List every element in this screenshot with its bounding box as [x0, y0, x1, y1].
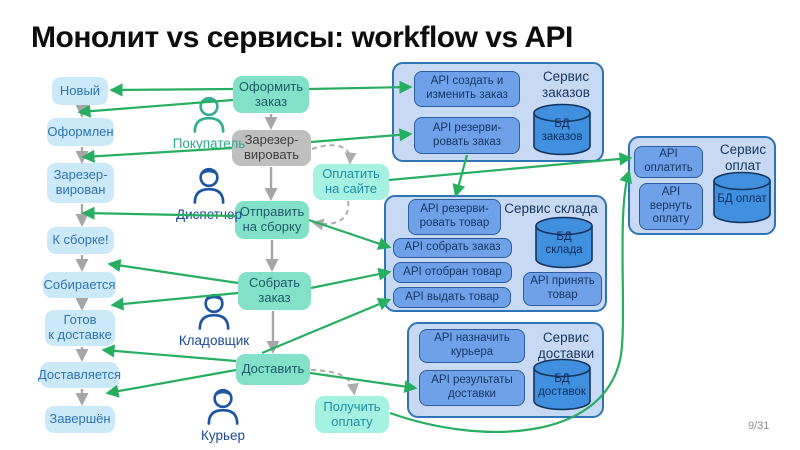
api-assign-courier: API назначить курьера [419, 329, 525, 363]
slide-title: Монолит vs сервисы: workflow vs API [31, 21, 573, 54]
state-to-assembly: К сборке! [47, 227, 114, 254]
person-icon [207, 388, 239, 425]
database-delivery: БД доставок [532, 358, 592, 412]
action-deliver: Доставить [236, 354, 310, 385]
state-completed: Завершён [45, 406, 115, 433]
state-new: Новый [52, 77, 108, 105]
state-placed: Оформлен [47, 118, 114, 146]
actor-dispatcher: Диспетчер [163, 164, 255, 222]
api-issue-goods: API выдать товар [393, 287, 511, 308]
action-pay-online: Оплатить на сайте [313, 164, 389, 200]
actor-dispatcher-label: Диспетчер [175, 207, 243, 222]
actor-buyer: Покупатель [163, 93, 255, 151]
state-ready-for-delivery: Готов к доставке [45, 310, 115, 346]
database-delivery-label: БД доставок [538, 373, 586, 399]
database-warehouse: БД склада [534, 216, 594, 270]
actor-storekeeper-label: Кладовщик [178, 333, 250, 348]
actor-courier-label: Курьер [200, 428, 246, 443]
service-orders-label: Сервис заказов [542, 69, 590, 101]
actor-buyer-label: Покупатель [172, 136, 246, 151]
action-send-to-assembly: Отправить на сборку [235, 201, 309, 239]
person-icon [198, 293, 230, 330]
database-orders: БД заказов [532, 103, 592, 157]
database-icon [713, 171, 771, 224]
database-payments: БД оплат [712, 171, 772, 225]
action-receive-payment: Получить оплату [315, 396, 389, 433]
api-assemble-order: API собрать заказ [393, 238, 512, 258]
database-icon [533, 103, 591, 156]
actor-courier: Курьер [177, 385, 269, 443]
api-goods-picked: API отобран товар [393, 262, 512, 283]
database-payments-label: БД оплат [717, 193, 767, 205]
action-reserve: Зарезер- вировать [232, 130, 311, 166]
person-icon [193, 96, 225, 133]
page-number: 9/31 [748, 420, 770, 432]
api-pay: API оплатить [634, 146, 703, 178]
state-reserved: Зарезер- вирован [47, 163, 114, 203]
api-reserve-goods: API резерви- ровать товар [408, 199, 501, 235]
database-warehouse-label: БД склада [545, 231, 583, 257]
api-reserve-order: API резерви- ровать заказ [414, 117, 520, 154]
service-warehouse-label: Сервис склада [504, 201, 598, 216]
api-accept-goods: API принять товар [523, 272, 602, 306]
state-assembling: Собирается [43, 272, 116, 298]
action-place-order: Оформить заказ [233, 76, 309, 113]
state-delivering: Доставляется [38, 362, 121, 388]
api-refund-payment: API вернуть оплату [639, 183, 703, 230]
service-payments-label: Сервис оплат [719, 142, 767, 174]
database-orders-label: БД заказов [541, 118, 583, 144]
api-delivery-results: API результаты доставки [419, 370, 525, 406]
person-icon [193, 167, 225, 204]
actor-storekeeper: Кладовщик [168, 290, 260, 348]
api-create-edit-order: API создать и изменить заказ [414, 71, 520, 107]
